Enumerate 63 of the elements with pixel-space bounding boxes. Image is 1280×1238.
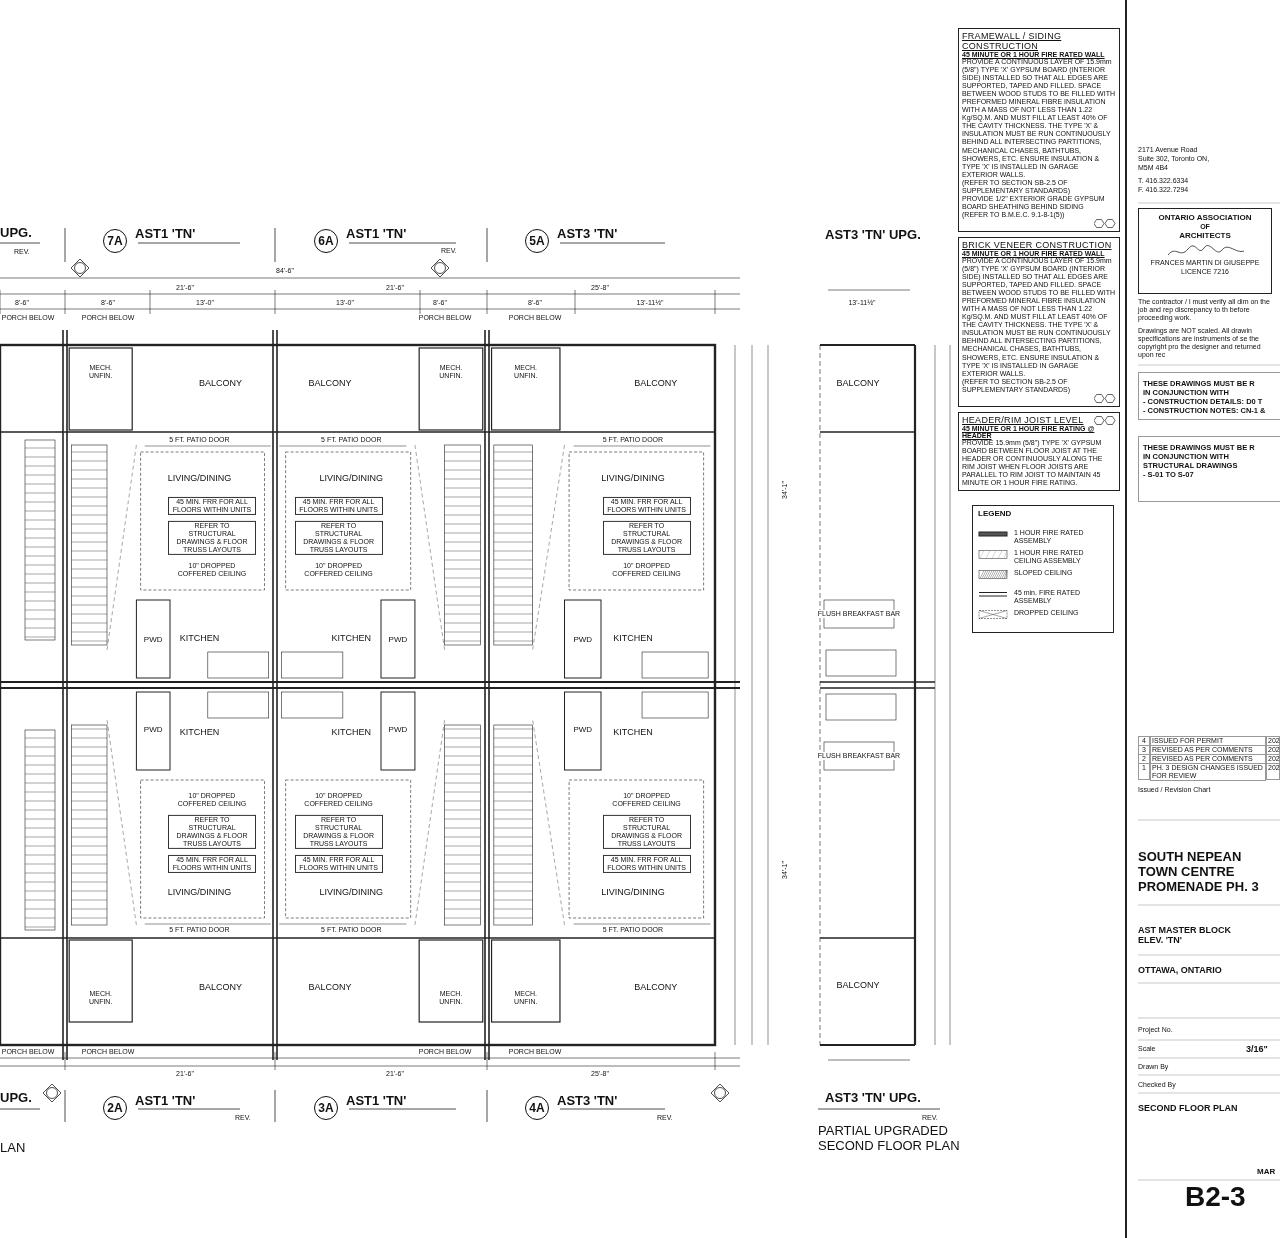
- drawing-title: LAN: [0, 1140, 26, 1156]
- room-name: KITCHEN: [612, 726, 654, 738]
- unit-type-label: AST1 'TN': [346, 1093, 407, 1108]
- room-name: BALCONY: [197, 377, 243, 389]
- unit-number: 2A: [103, 1096, 127, 1120]
- project-title: SOUTH NEPEAN TOWN CENTRE PROMENADE PH. 3: [1138, 850, 1260, 895]
- room-name: KITCHEN: [330, 632, 373, 644]
- room-name: PWD: [572, 725, 594, 735]
- room-name: BALCONY: [307, 377, 353, 389]
- drawing-title: PARTIAL UPGRADED SECOND FLOOR PLAN: [818, 1124, 961, 1154]
- unit-number: 6A: [314, 229, 338, 253]
- room-name: LIVING/DINING: [166, 472, 233, 484]
- room-name: PWD: [142, 635, 164, 645]
- seal-text: ONTARIO ASSOCIATION: [1157, 213, 1253, 223]
- room-name: BALCONY: [633, 981, 679, 993]
- note-box: [958, 28, 1120, 232]
- note-heading: HEADER/RIM JOIST LEVEL: [962, 414, 1085, 425]
- unit-number: 3A: [314, 1096, 338, 1120]
- room-name: BALCONY: [197, 981, 243, 993]
- unit-number: 4A: [525, 1096, 549, 1120]
- room-name: LIVING/DINING: [600, 472, 666, 484]
- room-name: PWD: [572, 635, 594, 645]
- room-name: BALCONY: [835, 377, 881, 389]
- unit-type-label: AST3 'TN': [557, 226, 618, 241]
- room-name: PWD: [387, 725, 409, 735]
- notice-box: [1138, 372, 1280, 420]
- unit-number: 7A: [103, 229, 127, 253]
- unit-type-label: UPG.: [0, 225, 32, 241]
- block-title: AST MASTER BLOCK ELEV. 'TN': [1138, 925, 1232, 946]
- date-text: MAR: [1257, 1167, 1276, 1177]
- room-name: LIVING/DINING: [600, 886, 666, 898]
- room-name: KITCHEN: [612, 632, 654, 644]
- notice-box: [1138, 436, 1280, 502]
- unit-type-label: UPG.: [0, 1090, 32, 1106]
- room-name: LIVING/DINING: [318, 472, 385, 484]
- room-name: BALCONY: [633, 377, 679, 389]
- location-text: OTTAWA, ONTARIO: [1138, 964, 1222, 976]
- room-name: LIVING/DINING: [318, 886, 385, 898]
- unit-type-label: AST1 'TN': [135, 226, 196, 241]
- room-name: KITCHEN: [330, 726, 373, 738]
- room-name: KITCHEN: [178, 632, 221, 644]
- seal-text: ARCHITECTS: [1178, 231, 1232, 241]
- legend-title: LEGEND: [978, 509, 1012, 519]
- room-name: PWD: [142, 725, 164, 735]
- sheet-title: SECOND FLOOR PLAN: [1138, 1102, 1238, 1114]
- unit-type-label: AST3 'TN' UPG.: [825, 227, 921, 243]
- room-name: PWD: [387, 635, 409, 645]
- unit-type-label: AST1 'TN': [346, 226, 407, 241]
- room-name: BALCONY: [835, 979, 881, 991]
- unit-number: 5A: [525, 229, 549, 253]
- scale-value: 3/16": [1246, 1043, 1268, 1055]
- note-box: [958, 411, 1120, 491]
- note-heading: BRICK VENEER CONSTRUCTION: [962, 239, 1113, 250]
- sheet-number: B2-3: [1185, 1180, 1246, 1214]
- room-name: KITCHEN: [178, 726, 221, 738]
- room-name: BALCONY: [307, 981, 353, 993]
- licence-seal: [1138, 208, 1272, 294]
- unit-type-label: AST3 'TN' UPG.: [825, 1090, 921, 1106]
- note-box: [958, 236, 1120, 407]
- note-heading: FRAMEWALL / SIDING CONSTRUCTION: [962, 31, 1063, 51]
- room-name: LIVING/DINING: [166, 886, 233, 898]
- unit-type-label: AST1 'TN': [135, 1093, 196, 1108]
- unit-type-label: AST3 'TN': [557, 1093, 618, 1108]
